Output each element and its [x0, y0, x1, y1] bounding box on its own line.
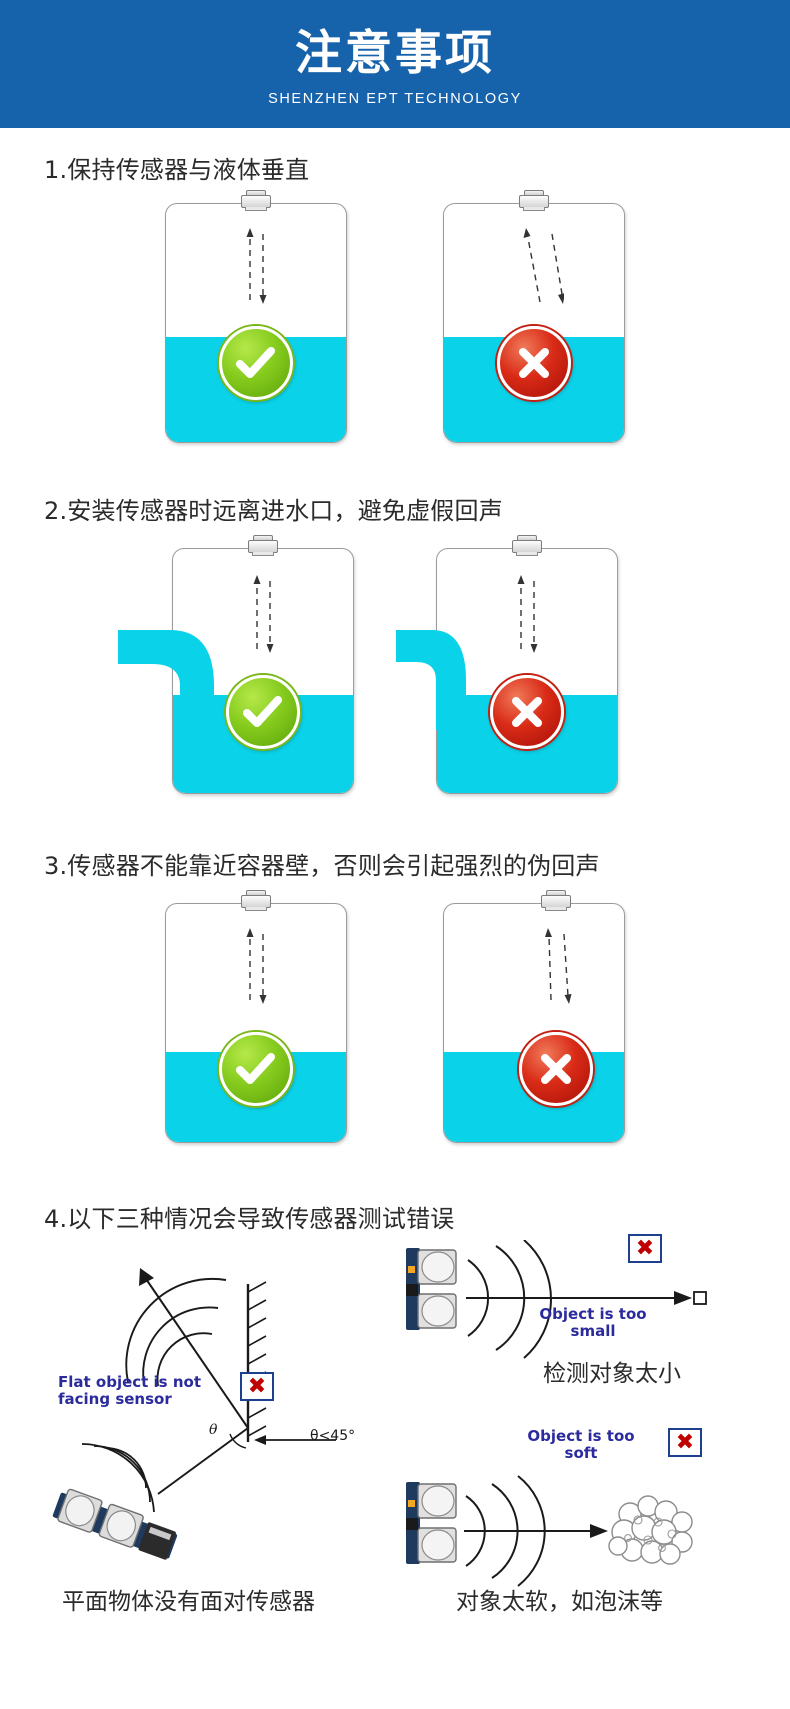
beam-arrows-vertical: [249, 567, 279, 659]
ultrasonic-sensor-icon: [510, 535, 544, 557]
tank-correct: [165, 190, 347, 443]
case-too-small: ✖ Object is too small: [396, 1234, 776, 1384]
tank-inlet-near: [396, 535, 618, 794]
tank-near-wall: [443, 890, 625, 1143]
section-3-heading: 3.传感器不能靠近容器壁，否则会引起强烈的伪回声: [44, 852, 600, 880]
red-cross-badge: [518, 1032, 593, 1106]
tank-body: [165, 903, 347, 1143]
tank-body: [436, 548, 618, 794]
hcsr04-module-small-case: [404, 1246, 460, 1337]
too-small-label-line2: small: [570, 1321, 616, 1340]
too-small-caption: 检测对象太小: [543, 1361, 681, 1387]
flat-object-label-line1: Flat object is not: [58, 1373, 201, 1391]
hcsr04-module-soft-case: [404, 1480, 460, 1571]
cross-mark-box: ✖: [628, 1234, 662, 1263]
beam-arrows-tilted: [518, 220, 564, 312]
section-3-figures: [0, 890, 790, 1143]
case-too-soft: Object is too soft ✖: [396, 1428, 776, 1598]
too-soft-caption: 对象太软，如泡沫等: [456, 1589, 663, 1615]
ultrasonic-sensor-icon: [239, 890, 273, 912]
tank-inlet-far: [118, 535, 354, 794]
section-2: 2.安装传感器时远离进水口，避免虚假回声: [0, 443, 790, 794]
section-3: 3.传感器不能靠近容器壁，否则会引起强烈的伪回声: [0, 794, 790, 1143]
page-header: 注意事项 SHENZHEN EPT TECHNOLOGY: [0, 0, 790, 128]
section-4: 4.以下三种情况会导致传感器测试错误: [0, 1143, 790, 1664]
tank-center: [165, 890, 347, 1143]
cross-mark-box: ✖: [240, 1372, 274, 1401]
beam-arrows-vertical: [242, 920, 272, 1010]
too-soft-label-line1: Object is too: [527, 1427, 635, 1445]
ultrasonic-sensor-icon: [539, 890, 573, 912]
page-title: 注意事项: [295, 26, 495, 82]
section-2-figures: [0, 535, 790, 794]
beam-arrows-vertical: [242, 220, 272, 310]
green-check-badge: [219, 326, 293, 400]
red-cross-badge: [497, 326, 571, 400]
too-soft-label: Object is too soft: [496, 1428, 666, 1462]
green-check-badge: [226, 675, 300, 749]
flat-object-label-line2: facing sensor: [58, 1389, 172, 1408]
ultrasonic-sensor-icon: [239, 190, 273, 212]
water-inlet-pipe: [396, 624, 496, 739]
section-1: 1.保持传感器与液体垂直: [0, 128, 790, 443]
section-1-heading: 1.保持传感器与液体垂直: [44, 156, 310, 184]
ultrasonic-sensor-icon: [246, 535, 280, 557]
section-2-heading: 2.安装传感器时远离进水口，避免虚假回声: [44, 497, 503, 525]
flat-object-caption: 平面物体没有面对传感器: [62, 1589, 315, 1615]
beam-arrows-near-wall: [542, 920, 576, 1010]
section-1-figures: [0, 190, 790, 443]
tank-wrong: [443, 190, 625, 443]
too-soft-label-line2: soft: [564, 1443, 598, 1462]
section-4-heading: 4.以下三种情况会导致传感器测试错误: [44, 1205, 455, 1233]
tank-body: [443, 203, 625, 443]
hcsr04-module-tilted: [46, 1484, 184, 1573]
angle-condition-label: θ<45°: [310, 1428, 356, 1444]
beam-arrows-vertical: [513, 567, 543, 659]
flat-object-label: Flat object is not facing sensor: [58, 1374, 216, 1408]
water-inlet-pipe: [118, 624, 238, 739]
ultrasonic-sensor-icon: [517, 190, 551, 212]
tank-body: [443, 903, 625, 1143]
company-subtitle: SHENZHEN EPT TECHNOLOGY: [268, 90, 522, 107]
tank-body: [165, 203, 347, 443]
green-check-badge: [219, 1032, 293, 1106]
case-flat-object: θ θ<45° Flat object is not facing sensor…: [40, 1262, 380, 1572]
theta-symbol-label: θ: [209, 1422, 218, 1438]
too-small-label-line1: Object is too: [539, 1305, 647, 1323]
cross-mark-box: ✖: [668, 1428, 702, 1457]
too-small-label: Object is too small: [508, 1306, 678, 1340]
section-4-figures: θ θ<45° Flat object is not facing sensor…: [0, 1234, 790, 1664]
red-cross-badge: [490, 675, 564, 749]
